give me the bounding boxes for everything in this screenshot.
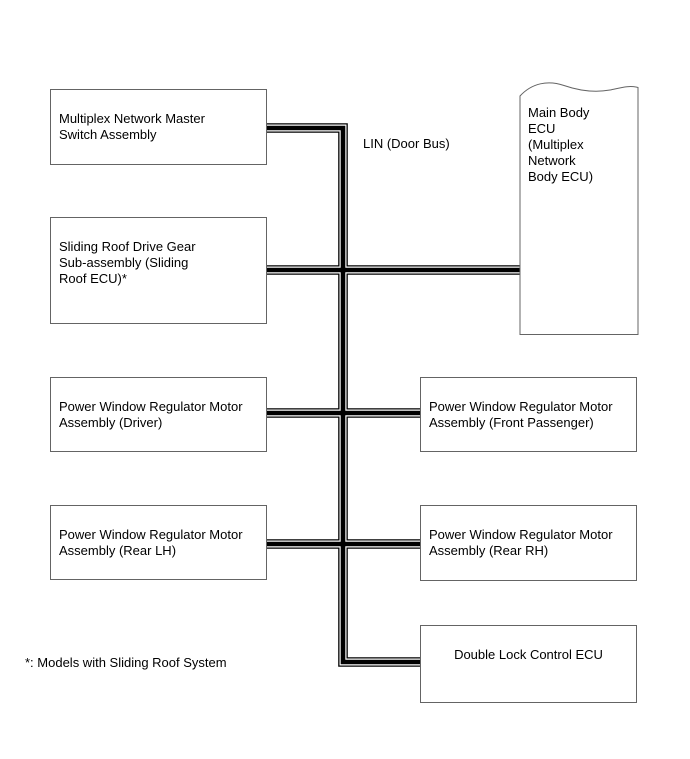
node-sliding-roof-ecu: Sliding Roof Drive Gear Sub-assembly (Sl… <box>50 217 267 324</box>
node-master-switch: Multiplex Network Master Switch Assembly <box>50 89 267 165</box>
node-pw-rear-rh: Power Window Regulator Motor Assembly (R… <box>420 505 637 581</box>
node-label: Double Lock Control ECU <box>454 647 603 662</box>
node-label: Power Window Regulator Motor Assembly (D… <box>59 399 243 430</box>
node-pw-rear-lh: Power Window Regulator Motor Assembly (R… <box>50 505 267 580</box>
bus-label: LIN (Door Bus) <box>363 136 450 151</box>
node-label: Power Window Regulator Motor Assembly (F… <box>429 399 613 430</box>
node-label: Multiplex Network Master Switch Assembly <box>59 111 205 142</box>
node-pw-driver: Power Window Regulator Motor Assembly (D… <box>50 377 267 452</box>
footnote: *: Models with Sliding Roof System <box>25 655 227 670</box>
bus-core-pass <box>267 125 520 665</box>
node-label: Power Window Regulator Motor Assembly (R… <box>59 527 243 558</box>
node-main-body-ecu-label: Main Body ECU (Multiplex Network Body EC… <box>528 105 594 184</box>
node-double-lock-ecu: Double Lock Control ECU <box>420 625 637 703</box>
node-label: Power Window Regulator Motor Assembly (R… <box>429 527 613 558</box>
node-pw-front-passenger: Power Window Regulator Motor Assembly (F… <box>420 377 637 452</box>
node-label: Sliding Roof Drive Gear Sub-assembly (Sl… <box>59 239 196 286</box>
main-body-ecu-box <box>519 82 639 335</box>
